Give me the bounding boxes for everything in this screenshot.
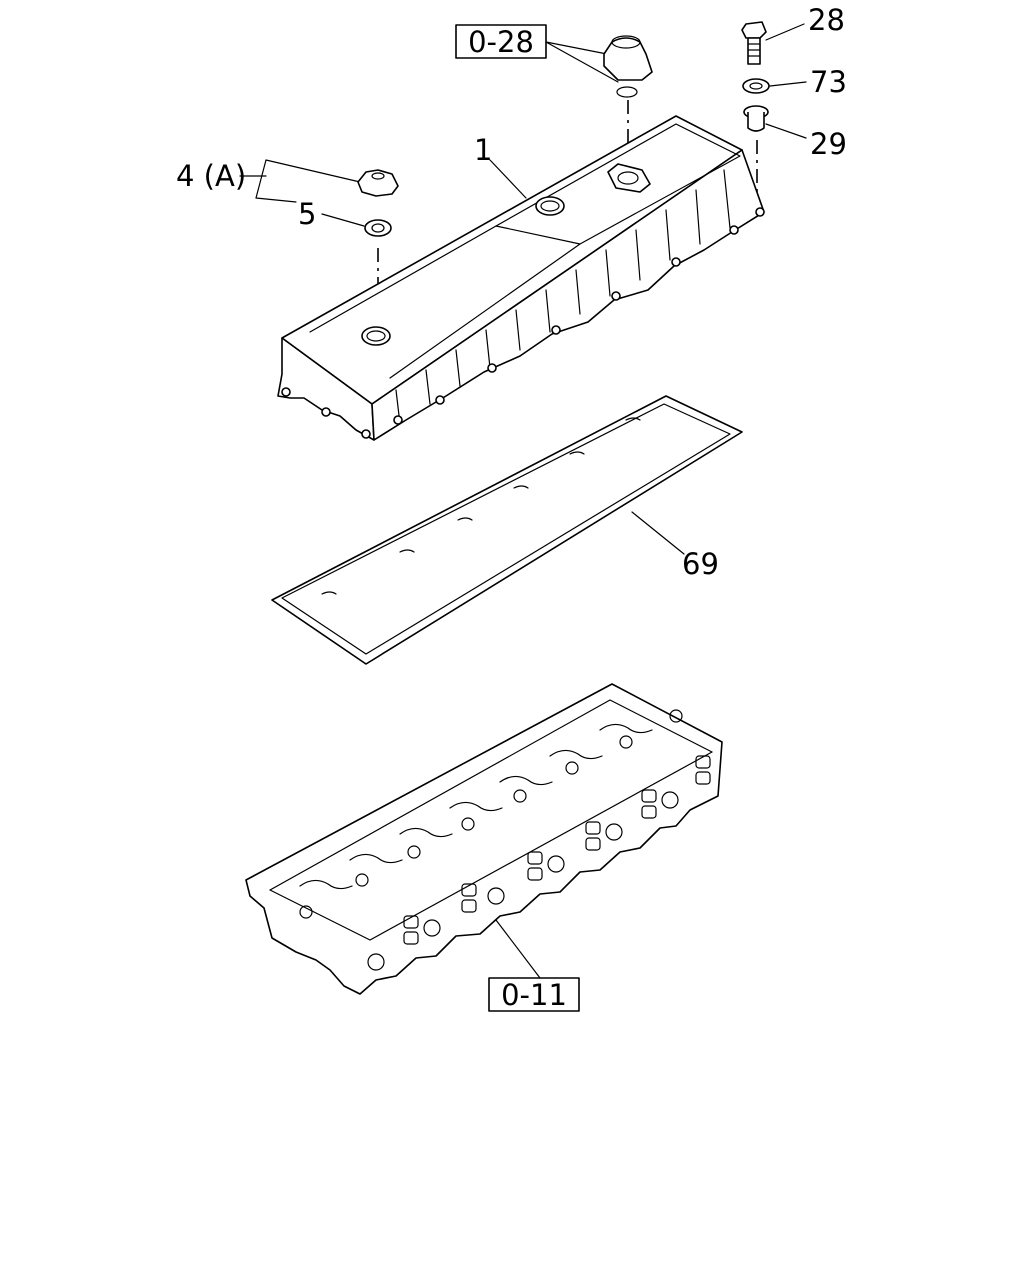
leader-73 (769, 81, 807, 87)
fitting-29[interactable] (743, 105, 769, 200)
reference-label-0-28: 0-28 (468, 25, 534, 59)
oil-filler-cap[interactable] (357, 169, 399, 197)
callout-69: 69 (682, 547, 719, 581)
cylinder-head[interactable] (245, 683, 723, 995)
reference-label-0-11: 0-11 (501, 978, 567, 1012)
leader-1 (489, 159, 527, 199)
callout-73: 73 (810, 65, 847, 99)
leader-0-28 (545, 41, 619, 83)
callout-5: 5 (298, 197, 316, 231)
leader-5 (321, 213, 365, 227)
cylinder-head-cover[interactable] (277, 115, 765, 441)
callout-28: 28 (808, 3, 845, 37)
cover-gasket[interactable] (271, 395, 743, 665)
reference-box-0-28[interactable]: 0-28 (455, 24, 547, 59)
leader-4a (239, 159, 361, 203)
leader-28 (765, 23, 805, 41)
reference-box-0-11[interactable]: 0-11 (488, 977, 580, 1012)
leader-69 (631, 511, 685, 555)
washer-73[interactable] (742, 78, 770, 94)
callout-1: 1 (474, 133, 492, 167)
callout-4a: 4 (A) (176, 159, 246, 193)
leader-29 (765, 123, 807, 139)
bolt-28[interactable] (741, 21, 767, 65)
callout-29: 29 (810, 127, 847, 161)
leader-0-11 (495, 919, 541, 979)
gasket-5[interactable] (364, 219, 392, 237)
